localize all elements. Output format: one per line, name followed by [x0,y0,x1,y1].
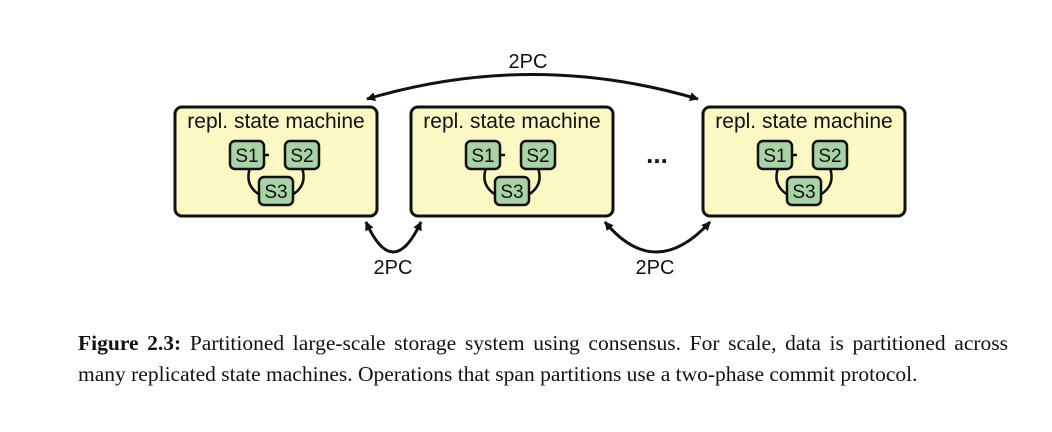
server-s3 [257,175,295,207]
server-s1 [228,139,266,171]
server-s2-label: S2 [526,146,549,167]
server-s3-label: S3 [264,182,287,203]
server-s2-label: S2 [290,146,313,167]
server-s1-label: S1 [763,146,786,167]
figure-label: Figure 2.3: [78,330,182,355]
top-2pc-label: 2PC [509,51,548,73]
server-s3 [785,175,823,207]
replicated-state-machine-3: repl. state machine S1 S2 S3 [701,105,907,218]
bottom-2pc-arrow-2 [603,220,712,254]
bottom-2pc-label-1: 2PC [374,257,413,279]
replicated-state-machine-1: repl. state machine S1 S2 S3 [173,105,379,218]
machine-box [173,105,379,218]
server-s1 [464,139,502,171]
machine-box [409,105,615,218]
server-s3-label: S3 [792,182,815,203]
machine-title: repl. state machine [187,110,364,133]
replicated-state-machine-2: repl. state machine S1 S2 S3 [409,105,615,218]
server-s1-label: S1 [235,146,258,167]
machine-title: repl. state machine [715,110,892,133]
server-s2 [283,139,321,171]
server-s2 [811,139,849,171]
bottom-2pc-label-2: 2PC [636,257,675,279]
top-2pc-arrow [366,73,699,102]
machine-box [701,105,907,218]
server-s3 [493,175,531,207]
server-s1 [756,139,794,171]
machine-title: repl. state machine [423,110,600,133]
more-machines-ellipsis: ... [646,139,668,169]
figure-caption: Figure 2.3: Partitioned large-scale stor… [78,328,1008,390]
server-s2 [519,139,557,171]
figure-caption-text: Partitioned large-scale storage system u… [78,330,1009,386]
bottom-2pc-arrow-1 [364,221,423,254]
server-s1-label: S1 [471,146,494,167]
server-s3-label: S3 [500,182,523,203]
server-s2-label: S2 [818,146,841,167]
partitioned-storage-diagram: 2PC 2PC 2PC repl. state machine S1 S2 S3… [173,51,907,279]
